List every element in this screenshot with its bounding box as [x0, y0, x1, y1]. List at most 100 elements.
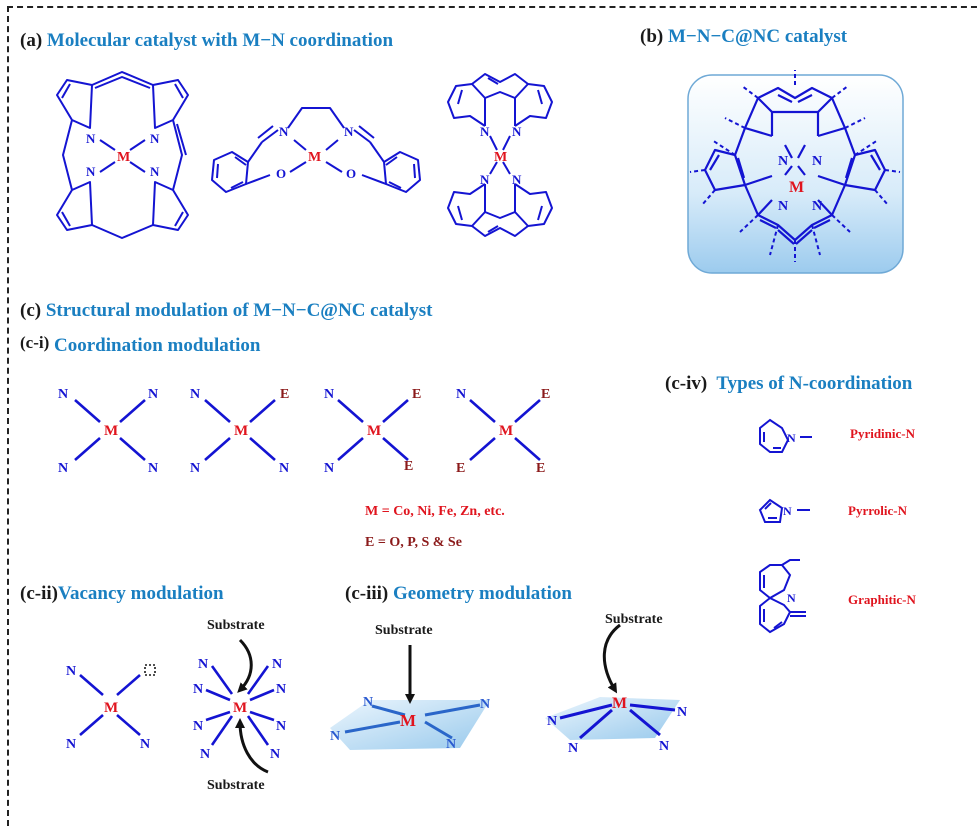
planar-bonds: [344, 703, 481, 740]
atom-n: N: [276, 719, 286, 734]
atom-n: N: [363, 695, 373, 710]
atom-n: N: [677, 705, 687, 720]
geometry-atoms: N N N N M N N N N M: [330, 695, 687, 756]
atom-n: N: [812, 154, 822, 169]
atom-n: N: [778, 199, 788, 214]
panel-c-heading: (c) Structural modulation of M−N−C@NC ca…: [20, 300, 432, 322]
atom-n: N: [480, 124, 490, 139]
atom-n: N: [200, 747, 210, 762]
atom-n: N: [812, 199, 822, 214]
atom-metal: M: [367, 423, 381, 439]
atom-e: E: [280, 387, 289, 402]
atom-n: N: [86, 131, 96, 146]
n-type-pyrrolic: Pyrrolic-N: [848, 503, 907, 518]
atom-n: N: [150, 164, 160, 179]
atom-n: N: [279, 461, 289, 476]
atom-n: N: [783, 504, 792, 518]
atom-n: N: [324, 387, 334, 402]
panel-c-tag: (c): [20, 300, 42, 321]
atom-n: N: [480, 172, 490, 187]
porphyrin-structure: [56, 71, 189, 239]
panel-b-atoms: N N N N M: [778, 154, 822, 214]
element-definition: E = O, P, S & Se: [365, 535, 462, 550]
atom-n: N: [659, 739, 669, 754]
atom-n: N: [778, 154, 788, 169]
substrate-label-pyramidal: Substrate: [605, 612, 663, 627]
atom-e: E: [536, 461, 545, 476]
panel-cii-tag: (c-ii): [20, 583, 58, 604]
panel-ci-tag: (c-i): [20, 333, 50, 352]
atom-n: N: [547, 714, 557, 729]
coordination-crosses: [74, 399, 541, 461]
atom-n: N: [456, 387, 466, 402]
atom-n: N: [193, 682, 203, 697]
atom-n: N: [58, 461, 68, 476]
panel-cii-heading: (c-ii)Vacancy modulation: [20, 583, 224, 605]
atom-n: N: [150, 131, 160, 146]
substrate-arrow-top: [237, 638, 253, 693]
atom-e: E: [456, 461, 465, 476]
pyrrolic-n-icon: [758, 498, 810, 523]
atom-n: N: [330, 729, 340, 744]
atom-n: N: [324, 461, 334, 476]
atom-n: N: [193, 719, 203, 734]
atom-n: N: [148, 461, 158, 476]
vacancy-structures: [79, 665, 275, 746]
atom-e: E: [541, 387, 550, 402]
panel-b-title: M−N−C@NC catalyst: [667, 26, 848, 47]
substrate-arrow-bottom: [235, 718, 269, 774]
mnc-sheet-edges: [689, 70, 901, 262]
atom-n: N: [190, 387, 200, 402]
atom-o: O: [276, 166, 286, 181]
atom-metal: M: [308, 150, 321, 165]
structures-diagram: N N N N N N O O N N N N M M M: [56, 70, 904, 774]
dashed-frame: [7, 6, 979, 826]
atom-n: N: [148, 387, 158, 402]
atom-n: N: [270, 747, 280, 762]
panel-a-title: Molecular catalyst with M−N coordination: [46, 30, 394, 51]
atom-n: N: [58, 387, 68, 402]
panel-civ-tag: (c-iv): [665, 373, 708, 394]
vacancy-atoms: N N N N N N N N N N N M M: [66, 657, 286, 762]
panel-civ-title: Types of N-coordination: [716, 373, 913, 394]
atom-metal: M: [494, 150, 507, 165]
panel-a-heading: (a) Molecular catalyst with M−N coordina…: [20, 30, 393, 52]
salen-structure: [211, 107, 421, 193]
atom-n: N: [140, 737, 150, 752]
vacancy-icon: [144, 664, 156, 676]
atom-metal: M: [612, 695, 627, 712]
pyramidal-bonds: [559, 703, 676, 740]
phenanthroline-structure: [447, 73, 553, 237]
atom-n: N: [512, 172, 522, 187]
metal-definition: M = Co, Ni, Fe, Zn, etc.: [365, 504, 505, 519]
atom-metal: M: [789, 179, 804, 196]
panel-civ-heading: (c-iv) Types of N-coordination: [665, 373, 912, 395]
pyridinic-n-icon: [759, 418, 812, 453]
coordination-atoms: N N N N N N N N N N E E E E E E M M M M: [58, 387, 550, 476]
substrate-arrow-pyramidal: [602, 623, 621, 694]
atom-n: N: [512, 124, 522, 139]
atom-n: N: [787, 431, 796, 445]
panel-b-tag: (b): [640, 26, 664, 47]
n-type-pyridinic: Pyridinic-N: [850, 426, 915, 441]
panel-cii-title: Vacancy modulation: [57, 583, 224, 604]
atom-o: O: [346, 166, 356, 181]
atom-n: N: [276, 682, 286, 697]
atom-n: N: [272, 657, 282, 672]
atom-n: N: [480, 697, 490, 712]
atom-e: E: [404, 459, 413, 474]
atom-metal: M: [104, 423, 118, 439]
atom-n: N: [190, 461, 200, 476]
atom-n: N: [279, 124, 289, 139]
panel-ci-heading: (c-i) Coordination modulation: [20, 333, 261, 357]
atom-metal: M: [400, 711, 416, 730]
substrate-label-planar: Substrate: [375, 623, 433, 638]
atom-n: N: [446, 737, 456, 752]
atom-n: N: [66, 664, 76, 679]
panel-ciii-title: Geometry modulation: [393, 583, 572, 604]
panel-a-tag: (a): [20, 30, 43, 51]
n-type-graphitic: Graphitic-N: [848, 592, 916, 607]
panel-ci-title: Coordination modulation: [54, 335, 261, 356]
substrate-label-bottom: Substrate: [207, 778, 265, 793]
panel-a-atoms: N N N N N N O O N N N N M M M: [86, 124, 522, 187]
